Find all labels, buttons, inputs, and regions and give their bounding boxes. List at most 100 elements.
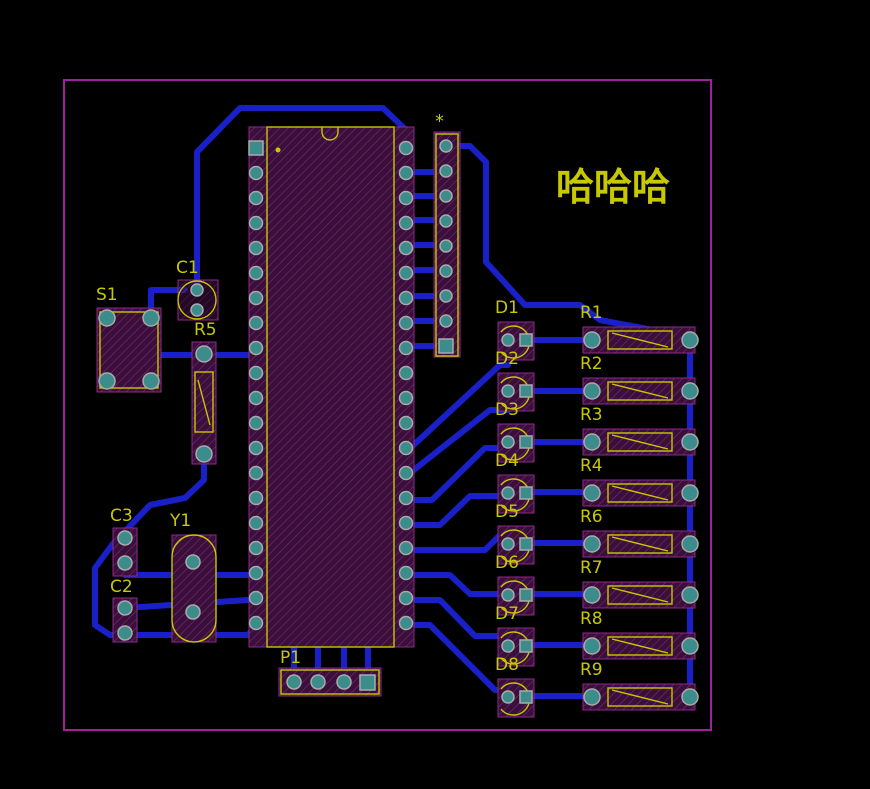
led-pad [519,639,533,653]
capacitor-c1 [177,279,219,321]
ic-pin-pad [248,390,264,406]
header-pin-pad [439,314,453,328]
resistor-pad [583,331,601,349]
resistor-r2 [582,377,699,405]
header-pin-pad [439,139,453,153]
ic-pin-pad [398,240,414,256]
ic-pin-pad [398,165,414,181]
ic-pin-pad [398,465,414,481]
resistor-pad [583,688,601,706]
label-d3: D3 [495,400,519,420]
ic-pin-pad [248,340,264,356]
led-d7 [497,627,535,667]
label-c3: C3 [110,506,133,526]
led-d6 [497,576,535,616]
led-pad [501,333,515,347]
led-d3 [497,423,535,463]
led-pad [501,690,515,704]
header-pin-pad [439,239,453,253]
ic-pin-pad [248,165,264,181]
main-ic [248,126,415,648]
label-d6: D6 [495,553,519,573]
board-outline [63,79,712,731]
resistor-pad [681,484,699,502]
resistor-r1 [582,326,699,354]
resistor-r3 [582,428,699,456]
led-pad [501,537,515,551]
label-s1: S1 [96,285,118,305]
ic-pin-pad [398,140,414,156]
header-pin-pad [438,338,454,354]
led-pad [519,384,533,398]
ic-pin-pad [398,590,414,606]
led-pad [501,435,515,449]
ic-pin-pad [248,315,264,331]
resistor-pad [583,535,601,553]
ic-pin-pad [398,215,414,231]
ic-pin-pad [248,365,264,381]
header-pin-pad [439,164,453,178]
resistor-pad [583,586,601,604]
led-d8 [497,678,535,718]
resistor-r4 [582,479,699,507]
label-d8: D8 [495,655,519,675]
label-r3: R3 [580,405,603,425]
label-d7: D7 [495,604,519,624]
label-r2: R2 [580,354,603,374]
ic-pin-pad [248,240,264,256]
label-r9: R9 [580,660,603,680]
resistor-r9 [582,683,699,711]
ic-pin-pad [248,565,264,581]
led-pad [519,333,533,347]
ic-pin-pad [248,440,264,456]
label-p1: P1 [280,648,301,668]
ic-pin-pad [398,540,414,556]
led-pad [519,435,533,449]
resistor-r6 [582,530,699,558]
ic-pin-pad [398,315,414,331]
label-r1: R1 [580,303,603,323]
resistor-pad [681,433,699,451]
led-d1 [497,321,535,361]
led-pad [519,588,533,602]
header-pin-pad [439,289,453,303]
ic-pin-pad [398,490,414,506]
label-d5: D5 [495,502,519,522]
label-d1: D1 [495,298,519,318]
label-r6: R6 [580,507,603,527]
ic-pin-pad [398,290,414,306]
ic-pin-pad [248,615,264,631]
ic-pin-pad [248,415,264,431]
resistor-pad [681,688,699,706]
ic-pin-pad [398,340,414,356]
resistor-pad [681,382,699,400]
ic-pin-pad [398,190,414,206]
header-pin-pad [439,189,453,203]
capacitor-c3 [112,527,138,577]
header-pin-pad [439,214,453,228]
crystal-y1 [171,534,217,643]
label-y1: Y1 [169,511,191,531]
resistor-pad [583,433,601,451]
label-c2: C2 [110,577,133,597]
led-pad [519,486,533,500]
led-d4 [497,474,535,514]
label-r4: R4 [580,456,603,476]
led-pad [501,639,515,653]
led-pad [501,486,515,500]
resistor-pad [681,637,699,655]
capacitor-c2 [112,597,138,643]
ic-pin-pad [248,290,264,306]
ic-pin-pad [398,440,414,456]
header-mark: * [435,111,444,132]
ic-pin-pad [248,265,264,281]
led-pad [519,690,533,704]
resistor-r7 [582,581,699,609]
board-title: 哈哈哈 [556,165,670,209]
label-r5: R5 [194,320,217,340]
connector-p1 [278,667,382,697]
resistor-pad [681,586,699,604]
header-pads [438,139,454,354]
